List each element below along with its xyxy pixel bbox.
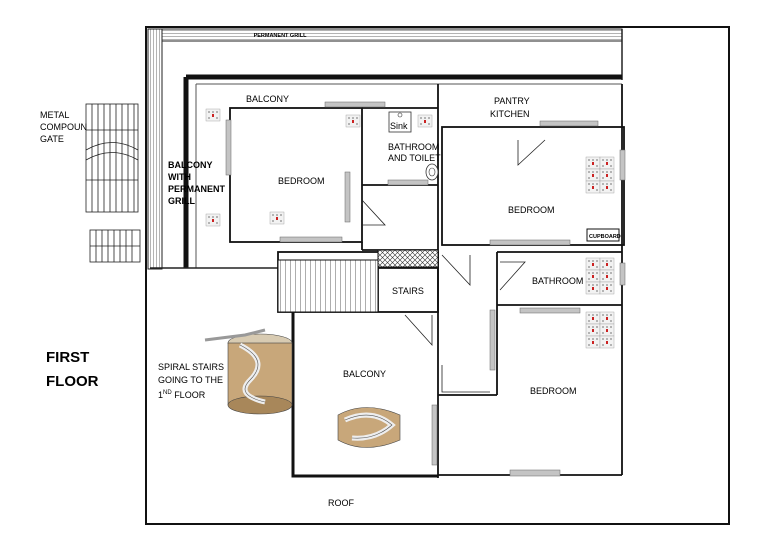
label-permanent-grill: PERMANENT GRILL <box>254 33 308 39</box>
label-bathroom-toilet: BATHROOM <box>388 142 439 152</box>
socket-panel-bathroom <box>585 257 615 295</box>
permanent-grill-left <box>148 29 162 269</box>
label-kitchen: KITCHEN <box>490 109 530 119</box>
label-bedroom-3: BEDROOM <box>530 386 577 396</box>
label-first-floor: FIRST <box>46 349 89 366</box>
socket-icon <box>345 114 361 128</box>
label-balcony-grill-4: GRILL <box>168 196 195 206</box>
label-bedroom-2: BEDROOM <box>508 205 555 215</box>
main-stairs <box>277 259 379 313</box>
label-bathroom-toilet-2: AND TOILET <box>388 153 441 163</box>
socket-panel-bedroom2 <box>585 156 615 194</box>
spiral-stairs-icon <box>204 328 293 415</box>
socket-icon <box>205 213 221 227</box>
socket-icon <box>269 211 285 225</box>
permanent-grill-top <box>148 29 622 41</box>
socket-icon <box>205 108 221 122</box>
label-stairs: STAIRS <box>392 286 424 296</box>
label-balcony-grill-3: PERMANENT <box>168 184 226 194</box>
label-bedroom-1: BEDROOM <box>278 176 325 186</box>
label-metal-gate: METAL <box>40 110 69 120</box>
label-metal-gate-2: COMPOUN <box>40 122 87 132</box>
socket-panel-bedroom3 <box>585 311 615 349</box>
label-bathroom: BATHROOM <box>532 276 583 286</box>
roof-boundary <box>145 26 730 525</box>
label-balcony-mid: BALCONY <box>343 369 386 379</box>
label-cupboard: CUPBOARD <box>589 234 621 240</box>
sink-icon <box>388 111 412 133</box>
label-spiral-stairs: SPIRAL STAIRS <box>158 362 224 372</box>
toilet-icon <box>425 163 439 181</box>
label-pantry: PANTRY <box>494 96 530 106</box>
label-balcony-grill-2: WITH <box>168 172 191 182</box>
label-roof: ROOF <box>328 498 355 508</box>
label-sink: Sink <box>390 121 408 131</box>
cupboard-box <box>586 228 620 242</box>
metal-gate-icon <box>85 103 141 263</box>
label-balcony-top: BALCONY <box>246 94 289 104</box>
socket-icon <box>417 114 433 128</box>
label-first-floor-2: FLOOR <box>46 373 99 390</box>
label-metal-gate-3: GATE <box>40 134 64 144</box>
label-spiral-stairs-3: 1ND FLOOR <box>158 390 206 400</box>
label-spiral-stairs-2: GOING TO THE <box>158 375 223 385</box>
spiral-stairs-balcony-icon <box>337 407 401 448</box>
label-balcony-grill: BALCONY <box>168 160 213 170</box>
